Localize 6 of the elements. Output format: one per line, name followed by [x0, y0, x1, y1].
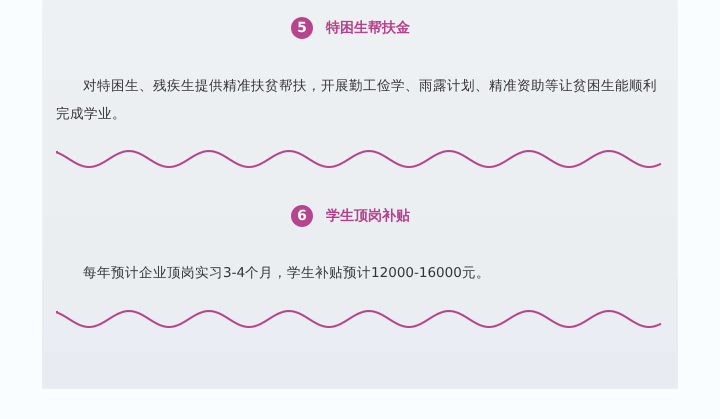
- section-heading: 特困生帮扶金: [326, 19, 410, 37]
- number-badge: 5: [291, 17, 313, 39]
- paragraph: 对特困生、残疾生提供精准扶贫帮扶，开展勤工俭学、雨露计划、精准资助等让贫困生能顺利完成学业。: [56, 77, 658, 124]
- number-badge: 6: [291, 205, 313, 227]
- paragraph: 每年预计企业顶岗实习3-4个月，学生补贴预计12000-16000元。: [82, 264, 491, 283]
- section-heading: 学生顶岗补贴: [326, 207, 410, 225]
